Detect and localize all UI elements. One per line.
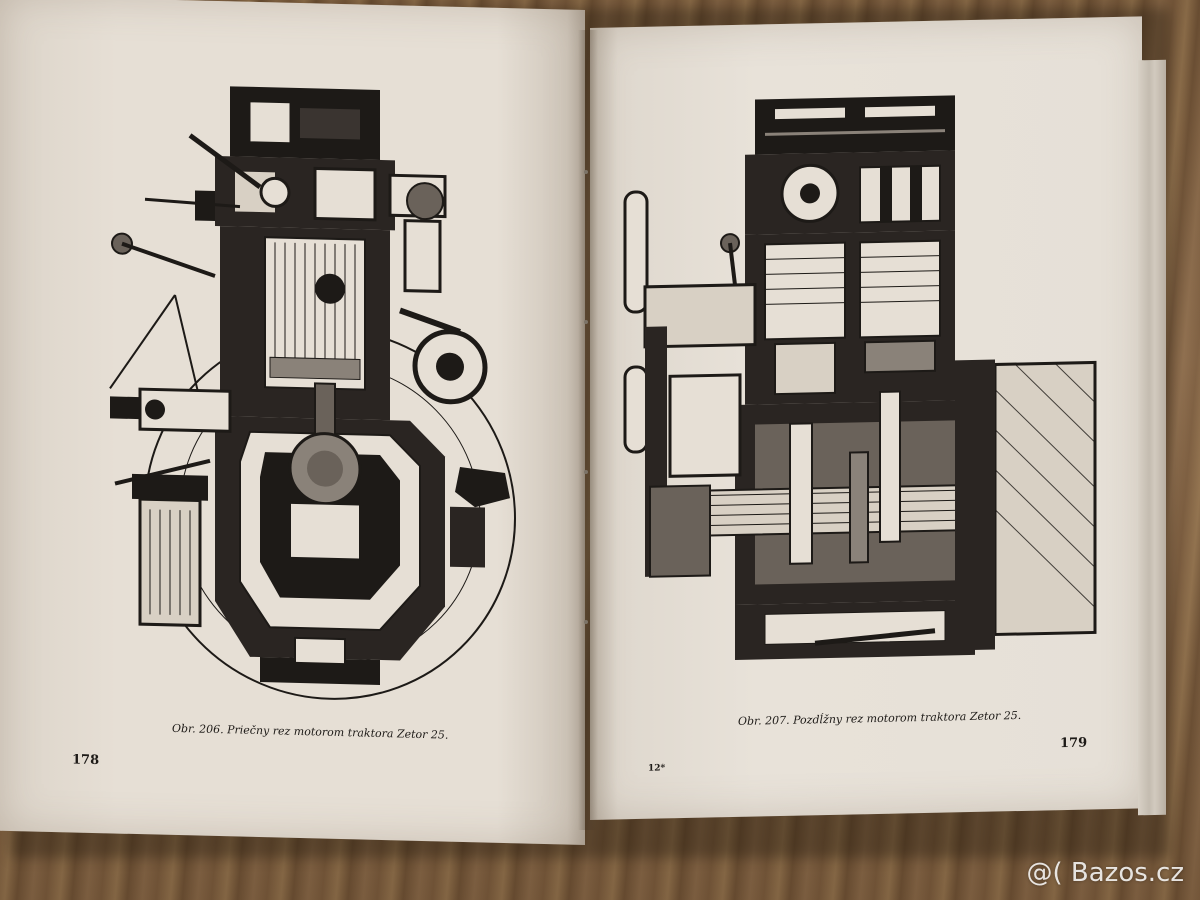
binding-stitch [584, 320, 588, 324]
bazos-watermark: @( Bazos.cz [1026, 858, 1185, 888]
binding-stitch [584, 470, 588, 474]
right-page: Obr. 207. Pozdĺžny rez motorom traktora … [590, 16, 1142, 820]
printer-signature-mark: 12* [648, 763, 666, 774]
engine-cross-section-illustration [109, 86, 516, 700]
left-page-number: 178 [72, 752, 100, 769]
left-figure-caption: Obr. 206. Priečny rez motorom traktora Z… [172, 721, 449, 742]
binding-stitch [584, 170, 588, 174]
page-stack-edge [1138, 59, 1166, 816]
right-figure-caption: Obr. 207. Pozdĺžny rez motorom traktora … [738, 708, 1022, 728]
left-page: Obr. 206. Priečny rez motorom traktora Z… [0, 0, 585, 846]
binding-stitch [584, 620, 588, 624]
engine-longitudinal-section-illustration [623, 95, 1097, 660]
book-gutter [578, 30, 598, 830]
right-page-number: 179 [1060, 735, 1088, 752]
